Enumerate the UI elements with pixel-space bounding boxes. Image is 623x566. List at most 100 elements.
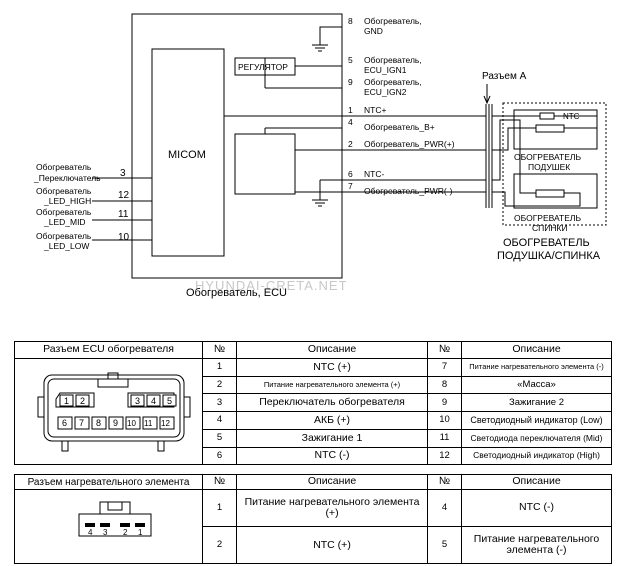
pin-description: «Масса» — [461, 375, 612, 395]
ntc-element — [539, 112, 555, 120]
back-heater-label2: СПИНКИ — [532, 223, 568, 233]
connector-a-arrow — [483, 84, 491, 105]
cushion-heater-label2: ПОДУШЕК — [528, 162, 570, 172]
back-heater-label: ОБОГРЕВАТЕЛЬ — [514, 213, 581, 223]
pin-description: Питание нагревательного элемента (+) — [236, 488, 428, 528]
ecu-label: Обогреватель, ECU — [186, 287, 287, 299]
pin-number: 5 — [427, 526, 462, 565]
pin-11-label: Обогреватель — [36, 207, 92, 217]
ecu-pin-label: 8 — [96, 418, 101, 428]
ecu-connector-pins — [57, 394, 176, 430]
pin-11-num: 11 — [118, 209, 129, 220]
col-num-header: № — [427, 474, 462, 490]
pin-description: Питание нагревательного элемента (-) — [461, 358, 612, 377]
driver-box — [234, 133, 296, 195]
col-num-header: № — [427, 341, 462, 359]
pin-description: Зажигание 1 — [236, 428, 428, 448]
ecu-pin-label: 9 — [113, 418, 118, 428]
heater-table-title: Разъем нагревательного элемента — [14, 474, 203, 490]
wiring-schematic: MICOM РЕГУЛЯТОР — [33, 13, 607, 299]
pin-10-label: Обогреватель — [36, 231, 92, 241]
pin-number: 7 — [427, 358, 462, 377]
pin-number: 10 — [427, 411, 462, 430]
pin-description: NTC (+) — [236, 526, 428, 565]
pin-7-label: Обогреватель_PWR(-) — [364, 186, 453, 196]
micom-box — [151, 48, 225, 257]
back-heater-box — [513, 173, 598, 209]
pin-description: Питание нагревательного элемента (-) — [461, 526, 612, 565]
pin-12-label2: _LED_HIGH — [43, 196, 91, 206]
pin-3-num: 3 — [120, 168, 126, 179]
back-heater-element — [535, 189, 565, 198]
heater-connector-table: Разъем нагревательного элемента № Описан… — [14, 474, 612, 565]
pin-8-label2: GND — [364, 26, 383, 36]
ecu-pin-label: 4 — [151, 396, 156, 406]
heater-pin-label: 4 — [88, 528, 93, 537]
pin-10-label2: _LED_LOW — [43, 241, 89, 251]
col-num-header: № — [202, 474, 237, 490]
pin-description: Переключатель обогревателя — [236, 393, 428, 413]
pin-description: NTC (+) — [236, 358, 428, 377]
pin-9-label: Обогреватель, — [364, 77, 422, 87]
pin-1-label: NTC+ — [364, 105, 386, 115]
pin-number: 8 — [427, 375, 462, 395]
heater-connector-picture: 4 3 2 1 — [14, 488, 203, 565]
pin-number: 5 — [202, 428, 237, 448]
heater-box — [502, 102, 607, 226]
pin-1-num: 1 — [348, 105, 353, 115]
ecu-pin-label: 5 — [167, 396, 172, 406]
pin-number: 4 — [427, 488, 462, 528]
pin-3-label2: _Переключатель — [33, 173, 101, 183]
pin-12-num: 12 — [118, 190, 130, 201]
pin-7-num: 7 — [348, 181, 353, 191]
ecu-pin-label: 1 — [64, 396, 69, 406]
ecu-connector-picture: 1 2 3 4 5 6 7 8 9 10 11 12 — [14, 357, 203, 466]
pin-number: 2 — [202, 526, 237, 565]
pin-description: Светодиодный индикатор (Low) — [461, 411, 612, 430]
ecu-pin-label: 7 — [79, 418, 84, 428]
pin-9-label2: ECU_IGN2 — [364, 87, 407, 97]
col-desc-header: Описание — [461, 474, 612, 490]
cushion-heater-label: ОБОГРЕВАТЕЛЬ — [514, 152, 581, 162]
pin-5-label2: ECU_IGN1 — [364, 65, 407, 75]
pin-4-num: 4 — [348, 117, 353, 127]
pin-description: АКБ (+) — [236, 411, 428, 430]
pin-number: 12 — [427, 446, 462, 466]
col-desc-header: Описание — [236, 341, 428, 359]
pin-description: NTC (-) — [236, 446, 428, 466]
pin-description: Питание нагревательного элемента (+) — [236, 375, 428, 395]
pin-8-num: 8 — [348, 16, 353, 26]
ecu-pin-label: 11 — [144, 419, 153, 428]
pin-number: 3 — [202, 393, 237, 413]
pin-8-label: Обогреватель, — [364, 16, 422, 26]
pin-description: Светодиодный индикатор (High) — [461, 446, 612, 466]
cushion-heater-element — [535, 124, 565, 133]
pin-3-label: Обогреватель — [36, 162, 92, 172]
connector-a-label: Разъем A — [482, 71, 527, 82]
pin-4-label: Обогреватель_B+ — [364, 122, 435, 132]
ecu-connector-table: Разъем ECU обогревателя № Описание № Опи… — [14, 341, 612, 466]
pin-number: 4 — [202, 411, 237, 430]
pin-number: 1 — [202, 488, 237, 528]
cushion-heater-box — [513, 109, 598, 150]
pin-2-label: Обогреватель_PWR(+) — [364, 139, 455, 149]
pin-10-num: 10 — [118, 232, 130, 243]
pin-number: 1 — [202, 358, 237, 377]
pin-description: Светодиода переключателя (Mid) — [461, 428, 612, 448]
pin-5-label: Обогреватель, — [364, 55, 422, 65]
watermark: HYUNDAI-CRETA.NET — [195, 278, 348, 293]
ecu-pin-label: 10 — [127, 419, 136, 428]
ecu-pin-label: 3 — [135, 396, 140, 406]
col-desc-header: Описание — [461, 341, 612, 359]
pin-description: Зажигание 2 — [461, 393, 612, 413]
pin-5-num: 5 — [348, 55, 353, 65]
pin-description: NTC (-) — [461, 488, 612, 528]
ecu-pin-label: 2 — [80, 396, 85, 406]
pin-number: 6 — [202, 446, 237, 466]
ecu-pin-label: 6 — [62, 418, 67, 428]
pin-number: 9 — [427, 393, 462, 413]
heater-caption2: ПОДУШКА/СПИНКА — [497, 250, 601, 262]
ecu-pin-label: 12 — [161, 419, 170, 428]
pin-6-num: 6 — [348, 169, 353, 179]
pin-6-label: NTC- — [364, 169, 384, 179]
